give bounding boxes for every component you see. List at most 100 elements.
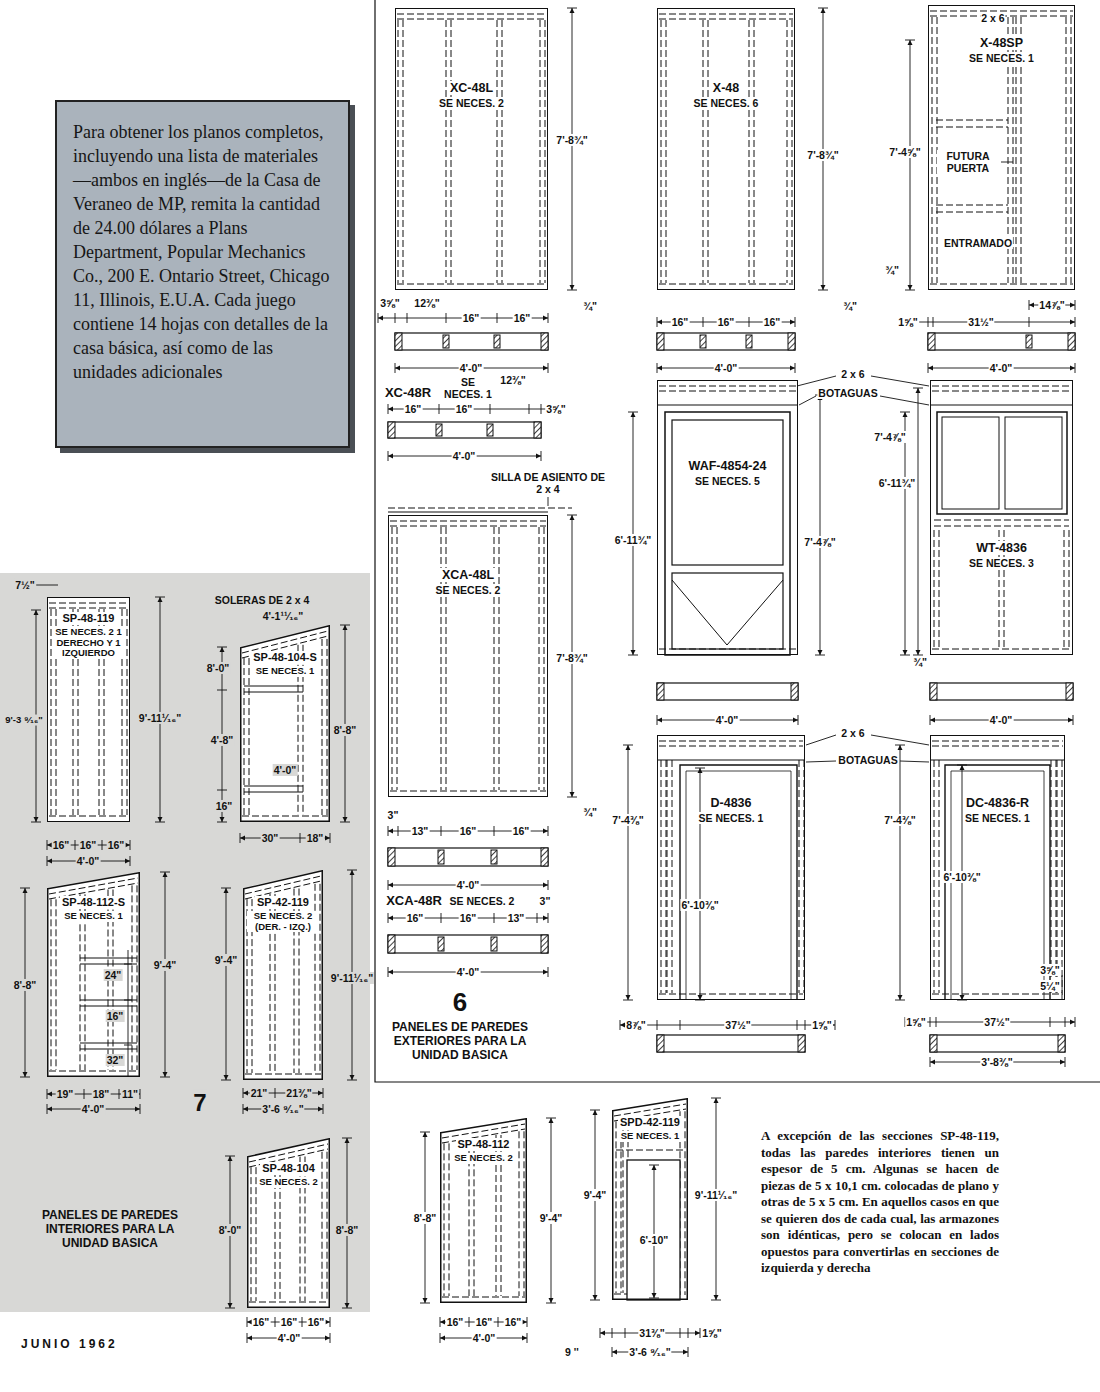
hidden-framing-line (621, 1121, 622, 1293)
dimension-label: 16" (763, 316, 782, 328)
dimension-line (36, 585, 58, 586)
dimension-tick (913, 388, 923, 389)
dimension-label: 30" (261, 832, 280, 844)
dimension-label: 9'-4" (153, 959, 178, 971)
hidden-framing-line (397, 14, 546, 15)
dimension-label: 16" (459, 912, 478, 924)
dimension-label: 4'-0" (277, 1332, 302, 1344)
panel-name: SPD-42-119 (618, 1116, 682, 1129)
dimension-label: 7½" (14, 579, 36, 591)
hidden-framing-line (242, 631, 328, 653)
dimension-label: 21⅜" (285, 1087, 312, 1099)
hidden-framing-line (1069, 530, 1070, 648)
leader-line (797, 376, 836, 386)
quantity-note: SE NECES. 1 (697, 812, 766, 824)
dimension-tick (798, 715, 799, 725)
hidden-framing-line (494, 527, 495, 790)
dimension-tick (441, 826, 442, 836)
panel-name: SP-48-104 (260, 1162, 317, 1175)
dimension-tick (130, 856, 131, 866)
dimension-label: 18" (306, 832, 325, 844)
panel-name: X-48 (711, 81, 741, 95)
framing-line (80, 1000, 137, 1001)
callout-label: 2 x 6 (840, 368, 865, 380)
section-stud (494, 335, 500, 348)
dimension-label: 9'-4" (214, 954, 239, 966)
dimension-tick (546, 1118, 556, 1119)
dimension-tick (527, 1333, 528, 1343)
dimension-label: 16" (106, 1010, 125, 1022)
dimension-line (595, 1110, 596, 1300)
quantity-note: SE NECES. 1 (967, 52, 1036, 64)
dimension-tick (905, 290, 915, 291)
dimension-tick (548, 967, 549, 977)
section-stud (491, 937, 497, 951)
dimension-label: 4'-0" (452, 450, 477, 462)
dimension-tick (795, 317, 796, 327)
section-caption: PANELES DE PAREDES EXTERIORES PARA LA UN… (385, 1021, 535, 1062)
dimension-label: 13" (507, 912, 526, 924)
dimension-label: 16" (107, 839, 126, 851)
dimension-tick (217, 690, 227, 691)
dimension-tick (388, 451, 389, 461)
dimension-tick (323, 1104, 324, 1114)
dimension-tick (1029, 317, 1030, 327)
dimension-label: 4'-0" (989, 362, 1014, 374)
dimension-tick (469, 1317, 470, 1327)
dimension-label: 6'-11¾" (878, 477, 917, 489)
section-stud (491, 850, 497, 864)
section-end-block (388, 422, 395, 438)
dimension-tick (446, 313, 447, 323)
section-end-block (791, 683, 798, 700)
panel-name: X-48SP (978, 36, 1025, 50)
dimension-tick (494, 913, 495, 923)
section-end-block (541, 333, 548, 350)
dimension-label: 7'-4⅜" (883, 814, 916, 826)
dimension-line (905, 412, 906, 655)
dimension-tick (347, 870, 357, 871)
dimension-tick (75, 840, 76, 850)
note-text: A excepción de las secciones SP-48-119, … (760, 1128, 1000, 1277)
quantity-note: SE NECES. 2 1 DERECHO Y 1 IZQUIERDO (52, 627, 125, 660)
dimension-label: 16" (459, 825, 478, 837)
dimension-tick (275, 1088, 276, 1098)
section-end-block (930, 683, 937, 700)
leader-line (880, 396, 929, 405)
wall-panel: SP-48-112SE NECES. 2 (440, 1118, 527, 1303)
panel-face (47, 597, 130, 822)
dimension-tick (900, 412, 910, 413)
section-end-block (395, 333, 402, 350)
section-end-block (388, 848, 395, 866)
wall-panel: DC-4836-RSE NECES. 1 (930, 735, 1065, 1000)
dimension-tick (711, 1300, 721, 1301)
dimension-tick (657, 363, 658, 373)
dimension-tick (47, 1089, 48, 1099)
dimension-tick (936, 1017, 937, 1027)
dimension-tick (933, 317, 934, 327)
dimension-label: 12⅜" (499, 374, 526, 386)
dimension-tick (217, 647, 227, 648)
hidden-framing-line (441, 527, 442, 790)
panel-face (657, 8, 795, 290)
dimension-label: 3'-6 ⁹⁄₁₆" (628, 1346, 671, 1358)
quantity-note: SE NECES. 3 (967, 557, 1036, 569)
section-end-block (541, 848, 548, 866)
hidden-framing-line (930, 284, 1073, 285)
hidden-framing-line (539, 527, 540, 790)
dimension-tick (680, 1328, 681, 1338)
dimension-label: 3⅝" (379, 297, 401, 309)
dimension-label: 16" (307, 1316, 326, 1328)
dimension-tick (388, 913, 389, 923)
dimension-tick (225, 1308, 235, 1309)
dimension-label: 9'-11¹⁄₁₆" (694, 1189, 738, 1201)
window-pane (942, 417, 999, 509)
dimension-tick (688, 1347, 689, 1357)
dimension-line (654, 1165, 655, 1298)
dimension-tick (140, 1104, 141, 1114)
dimension-tick (124, 1000, 132, 1001)
dimension-tick (649, 1298, 659, 1299)
dimension-label: 8'-0" (206, 662, 231, 674)
dimension-line (128, 950, 129, 1077)
dimension-label: 16" (79, 839, 98, 851)
dimension-tick (130, 840, 131, 850)
